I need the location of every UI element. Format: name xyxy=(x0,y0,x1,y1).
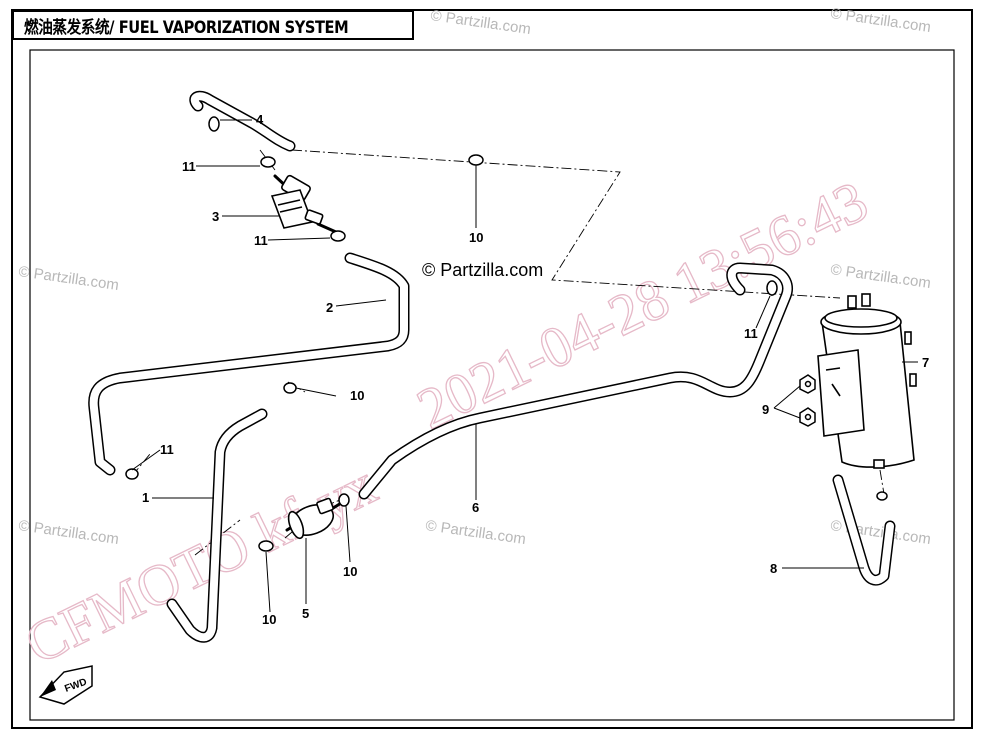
date-stamp-watermark: 2021-04-28 13:56:43 xyxy=(407,168,877,442)
leader-lines xyxy=(131,119,918,613)
callout-11: 11 xyxy=(254,233,268,248)
callout-2: 2 xyxy=(326,300,333,315)
front-direction-arrow: FWD xyxy=(38,665,93,705)
callout-9: 9 xyxy=(762,402,769,417)
clamp-10 xyxy=(876,491,888,501)
title-box: 燃油蒸发系统/ FUEL VAPORIZATION SYSTEM xyxy=(12,10,414,40)
clamp-10 xyxy=(283,382,297,394)
callout-8: 8 xyxy=(770,561,777,576)
partzilla-watermark: © Partzilla.com xyxy=(829,261,931,292)
hose-1 xyxy=(166,408,268,643)
clamp-11 xyxy=(330,230,346,242)
hose-2 xyxy=(88,252,410,476)
callout-11: 11 xyxy=(744,326,758,341)
clamp-11 xyxy=(208,116,220,132)
canister-7 xyxy=(817,293,917,469)
clamp-10 xyxy=(338,493,350,507)
callout-1: 1 xyxy=(142,490,149,505)
outer-frame xyxy=(11,9,973,729)
callout-10: 10 xyxy=(262,612,276,627)
callout-10: 10 xyxy=(350,388,364,403)
page-title: 燃油蒸发系统/ FUEL VAPORIZATION SYSTEM xyxy=(24,17,349,38)
hose-4 xyxy=(189,90,296,152)
inner-frame xyxy=(29,49,955,721)
hose-6 xyxy=(358,262,793,500)
hoses xyxy=(88,90,896,643)
callout-10: 10 xyxy=(343,564,357,579)
partzilla-watermark: © Partzilla.com xyxy=(17,517,119,548)
nut-9 xyxy=(799,374,816,427)
callout-7: 7 xyxy=(922,355,929,370)
copyright-notice: © Partzilla.com xyxy=(422,260,543,280)
partzilla-watermark: © Partzilla.com xyxy=(424,517,526,548)
callout-10: 10 xyxy=(469,230,483,245)
valve-5 xyxy=(287,497,335,540)
callout-4: 4 xyxy=(256,112,264,127)
callout-3: 3 xyxy=(212,209,219,224)
callout-11: 11 xyxy=(160,442,174,457)
callout-5: 5 xyxy=(302,606,309,621)
clamp-10 xyxy=(468,154,484,166)
clamp-10 xyxy=(258,540,274,552)
clamp-11 xyxy=(260,156,276,168)
partzilla-watermark: © Partzilla.com xyxy=(17,263,119,294)
valve-3 xyxy=(270,174,324,229)
callout-labels: 1 2 3 4 5 6 7 8 9 10 10 10 10 11 11 11 1… xyxy=(142,112,929,627)
callout-6: 6 xyxy=(472,500,479,515)
callout-11: 11 xyxy=(182,159,196,174)
clamp-11 xyxy=(125,468,139,480)
cfmoto-stamp-watermark: CFMOTO kf-yx xyxy=(15,451,386,676)
partzilla-watermark: © Partzilla.com xyxy=(429,7,531,38)
clamps xyxy=(125,116,888,552)
hose-8 xyxy=(832,474,896,586)
clamp-11 xyxy=(766,280,778,296)
watermark-layer: © Partzilla.com © Partzilla.com © Partzi… xyxy=(15,5,932,677)
